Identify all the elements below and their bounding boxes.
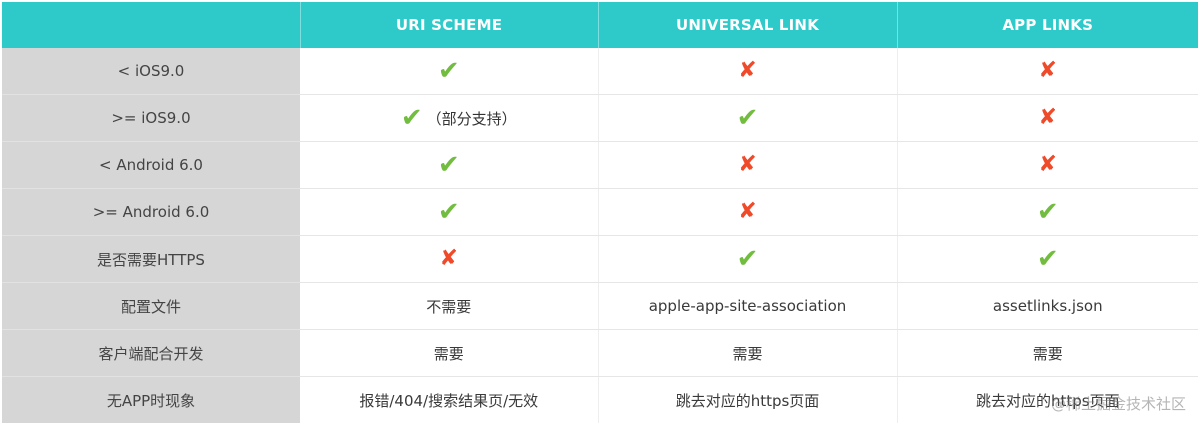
checkmark-icon: ✔ (437, 197, 460, 227)
table-header: URI SCHEME UNIVERSAL LINK APP LINKS (2, 2, 1198, 48)
table-cell: ✘ (598, 141, 898, 189)
table-cell: ✘ (598, 48, 898, 95)
cross-icon: ✘ (1038, 58, 1057, 83)
checkmark-icon: ✔ (400, 103, 423, 133)
table-body: < iOS9.0✔✘✘>= iOS9.0✔（部分支持）✔✘< Android 6… (2, 48, 1198, 423)
table-cell-text: assetlinks.json (897, 282, 1198, 330)
row-label: >= iOS9.0 (2, 94, 300, 142)
cross-icon: ✘ (1038, 152, 1057, 177)
checkmark-icon: ✔ (437, 150, 460, 180)
cross-icon: ✘ (738, 152, 757, 177)
row-label: < Android 6.0 (2, 141, 300, 189)
table-cell: ✔ (300, 188, 599, 236)
header-app-links: APP LINKS (897, 2, 1198, 48)
row-label: 客户端配合开发 (2, 329, 300, 377)
table-cell-text: 跳去对应的https页面 (975, 391, 1120, 410)
table-cell-text: 不需要 (300, 282, 599, 330)
table-cell: ✔ (300, 141, 599, 189)
header-universal-link: UNIVERSAL LINK (598, 2, 898, 48)
table-cell-text: 需要 (598, 329, 898, 377)
row-label: >= Android 6.0 (2, 188, 300, 236)
header-corner (2, 2, 301, 48)
table-cell-text: apple-app-site-association (598, 282, 898, 330)
cross-icon: ✘ (738, 58, 757, 83)
table-cell: ✔ (897, 235, 1198, 283)
table-cell: ✔ (300, 48, 599, 95)
table-cell: ✔ (598, 94, 898, 142)
table-cell-text: 报错/404/搜索结果页/无效 (300, 376, 599, 423)
checkmark-icon: ✔ (437, 56, 460, 86)
row-label: < iOS9.0 (2, 48, 300, 95)
partial-support-note: （部分支持） (426, 109, 517, 128)
checkmark-icon: ✔ (736, 103, 759, 133)
table-row: >= iOS9.0✔（部分支持）✔✘ (2, 94, 1198, 142)
table-cell: ✘ (897, 48, 1198, 95)
table-row: >= Android 6.0 ✔ ✘ ✔ (2, 188, 1198, 236)
checkmark-icon: ✔ (1036, 197, 1059, 227)
table-row: 无APP时现象报错/404/搜索结果页/无效跳去对应的https页面跳去对应的h… (2, 376, 1198, 423)
header-uri-scheme: URI SCHEME (300, 2, 599, 48)
cross-icon: ✘ (439, 246, 458, 271)
checkmark-icon: ✔ (1036, 244, 1059, 274)
table-cell: ✘ (897, 141, 1198, 189)
table-row: 客户端配合开发需要需要需要 (2, 329, 1198, 377)
cross-icon: ✘ (738, 199, 757, 224)
header-row: URI SCHEME UNIVERSAL LINK APP LINKS (2, 2, 1198, 48)
table-cell: ✔ (897, 188, 1198, 236)
checkmark-icon: ✔ (736, 244, 759, 274)
table-cell: ✔ (598, 235, 898, 283)
cross-icon: ✘ (1038, 105, 1057, 130)
table-cell: ✘ (598, 188, 898, 236)
row-label: 是否需要HTTPS (2, 235, 300, 283)
table-cell: ✘ (897, 94, 1198, 142)
table-row: 是否需要HTTPS ✘ ✔ ✔ (2, 235, 1198, 283)
table-row: < Android 6.0 ✔ ✘ ✘ (2, 141, 1198, 189)
table-cell-text: 跳去对应的https页面 (598, 376, 898, 423)
row-label: 无APP时现象 (2, 376, 300, 423)
table-cell-text: 需要 (300, 329, 599, 377)
table-cell: ✘ (300, 235, 599, 283)
table-cell: ✔（部分支持） (300, 94, 599, 142)
table-row: < iOS9.0 ✔ ✘ ✘ (2, 48, 1198, 95)
table-cell-text: 需要 (897, 329, 1198, 377)
row-label: 配置文件 (2, 282, 300, 330)
